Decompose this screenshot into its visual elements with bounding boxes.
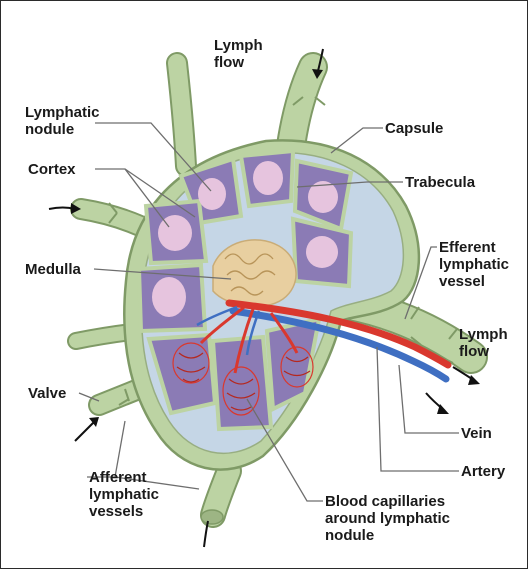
flow-arrow-right-2 xyxy=(426,393,449,414)
medulla xyxy=(213,240,296,307)
label-lymphatic-nodule: Lymphatic nodule xyxy=(25,104,99,138)
label-vein: Vein xyxy=(461,425,492,442)
leader-vein xyxy=(399,365,459,433)
label-blood-capillaries: Blood capillaries around lymphatic nodul… xyxy=(325,493,450,544)
label-artery: Artery xyxy=(461,463,505,480)
label-lymph-flow-top: Lymph flow xyxy=(214,37,263,71)
label-cortex: Cortex xyxy=(28,161,76,178)
label-medulla: Medulla xyxy=(25,261,81,278)
label-lymph-flow-right: Lymph flow xyxy=(459,326,508,360)
label-trabecula: Trabecula xyxy=(405,174,475,191)
label-capsule: Capsule xyxy=(385,120,443,137)
vessel-top-left xyxy=(177,63,186,166)
label-afferent-lymphatic-vessels: Afferent lymphatic vessels xyxy=(89,469,159,520)
label-efferent-lymphatic-vessel: Efferent lymphatic vessel xyxy=(439,239,509,290)
flow-arrow-bottom-left xyxy=(75,417,99,441)
afferent-vessel-bottom xyxy=(201,471,229,524)
label-valve: Valve xyxy=(28,385,66,402)
